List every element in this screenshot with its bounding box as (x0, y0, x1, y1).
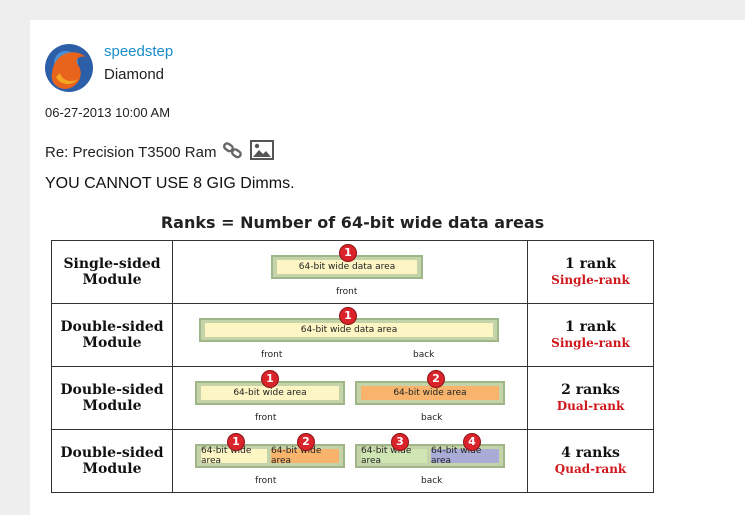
side-caption: back (413, 350, 435, 360)
module-label: Double-sided (60, 382, 164, 398)
module-diagram: 64-bit wide area 64-bit wide area 64-bit… (172, 429, 528, 493)
post-body: YOU CANNOT USE 8 GIG Dimms. (45, 175, 295, 192)
rank-count: 4 ranks (561, 445, 620, 461)
rank-count: 1 rank (565, 256, 616, 272)
data-area: 64-bit wide area (201, 386, 339, 400)
post-subject: Re: Precision T3500 Ram (45, 140, 275, 164)
rank-type: Single-rank (551, 273, 630, 287)
dimm-front: 64-bit wide data area (271, 255, 423, 279)
dimm-back: 64-bit wide area (355, 381, 505, 405)
post-datetime: 06-27-2013 10:00 AM (45, 105, 171, 120)
data-area: 64-bit wide data area (277, 260, 417, 274)
side-caption: front (261, 350, 283, 360)
module-label: Module (82, 272, 142, 288)
dimm-front-back: 64-bit wide data area (199, 318, 499, 342)
table-row: Double-sided Module 64-bit wide area 64-… (51, 429, 654, 493)
dimm-front: 64-bit wide area 64-bit wide area (195, 444, 345, 468)
user-avatar[interactable] (44, 43, 94, 93)
rank-type: Single-rank (551, 336, 630, 350)
table-row: Double-sided Module 64-bit wide data are… (51, 303, 654, 367)
data-area: 64-bit wide area (431, 446, 499, 466)
module-label: Double-sided (60, 319, 164, 335)
image-icon[interactable] (250, 140, 275, 164)
post-subject-text: Re: Precision T3500 Ram (45, 143, 217, 161)
username-link[interactable]: speedstep (104, 43, 174, 60)
rank-count: 1 rank (565, 319, 616, 335)
data-area: 64-bit wide data area (205, 323, 493, 337)
rank-type: Quad-rank (554, 462, 627, 476)
module-cell: Double-sided Module (51, 366, 173, 430)
module-label: Double-sided (60, 445, 164, 461)
forum-post: speedstep Diamond 06-27-2013 10:00 AM Re… (30, 20, 745, 515)
data-area: 64-bit wide area (271, 446, 339, 466)
rank-number-badge: 2 (297, 433, 315, 451)
rank-cell: 2 ranks Dual-rank (527, 366, 654, 430)
module-label: Single-sided (63, 256, 161, 272)
data-area: 64-bit wide area (361, 386, 499, 400)
module-label: Module (82, 398, 142, 414)
data-area: 64-bit wide area (361, 446, 427, 466)
side-caption: back (421, 476, 443, 486)
rank-type: Dual-rank (556, 399, 625, 413)
ranks-figure: Ranks = Number of 64-bit wide data areas… (50, 208, 690, 508)
link-icon[interactable] (222, 140, 244, 164)
rank-cell: 1 rank Single-rank (527, 240, 654, 304)
rank-number-badge: 1 (227, 433, 245, 451)
rank-count: 2 ranks (561, 382, 620, 398)
module-label: Module (82, 335, 142, 351)
rank-cell: 1 rank Single-rank (527, 303, 654, 367)
rank-cell: 4 ranks Quad-rank (527, 429, 654, 493)
module-label: Module (82, 461, 142, 477)
rank-number-badge: 2 (427, 370, 445, 388)
rank-number-badge: 1 (261, 370, 279, 388)
rank-number-badge: 4 (463, 433, 481, 451)
side-caption: back (421, 413, 443, 423)
side-caption: front (336, 287, 358, 297)
module-diagram: 64-bit wide data area 1 front back (172, 303, 528, 367)
module-cell: Single-sided Module (51, 240, 173, 304)
module-cell: Double-sided Module (51, 429, 173, 493)
firefox-logo-avatar (45, 44, 93, 92)
dimm-back: 64-bit wide area 64-bit wide area (355, 444, 505, 468)
user-rank: Diamond (104, 66, 165, 83)
table-row: Single-sided Module 64-bit wide data are… (51, 240, 654, 304)
figure-title: Ranks = Number of 64-bit wide data areas (160, 213, 545, 232)
rank-number-badge: 1 (339, 307, 357, 325)
module-diagram: 64-bit wide area 64-bit wide area 1 2 fr… (172, 366, 528, 430)
table-row: Double-sided Module 64-bit wide area 64-… (51, 366, 654, 430)
rank-number-badge: 3 (391, 433, 409, 451)
rank-number-badge: 1 (339, 244, 357, 262)
side-caption: front (255, 476, 277, 486)
side-caption: front (255, 413, 277, 423)
module-cell: Double-sided Module (51, 303, 173, 367)
ranks-table: Single-sided Module 64-bit wide data are… (51, 240, 654, 493)
data-area: 64-bit wide area (201, 446, 267, 466)
module-diagram: 64-bit wide data area 1 front (172, 240, 528, 304)
